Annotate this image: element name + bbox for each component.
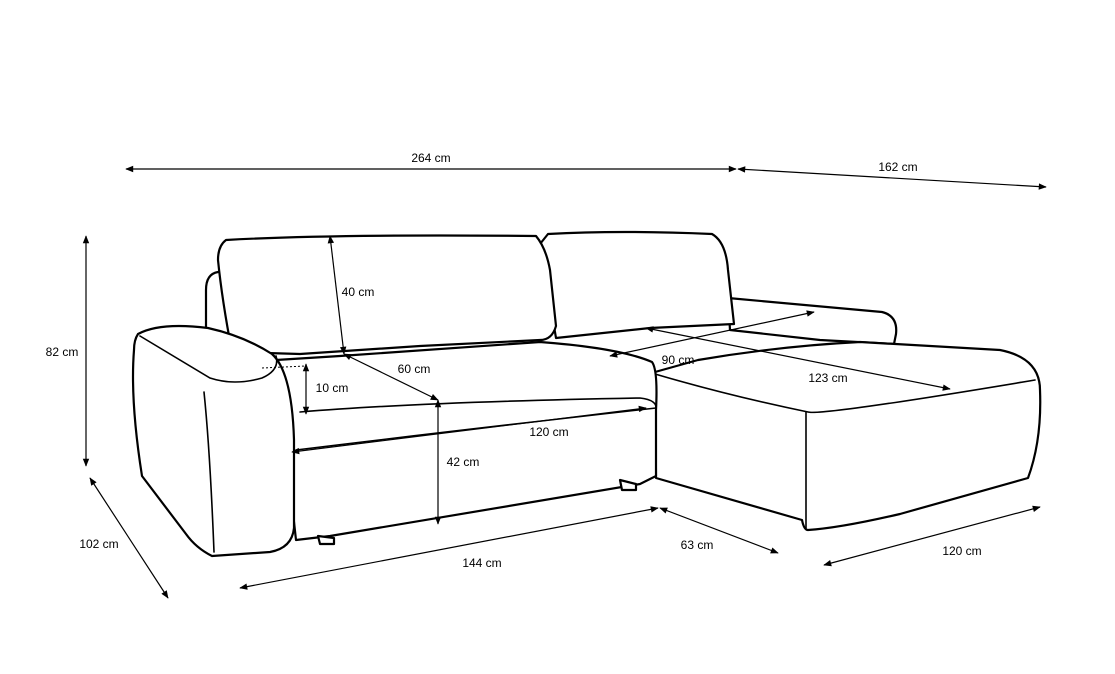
dim-line-seat-depth xyxy=(343,353,439,401)
dim-line-seat-width xyxy=(291,405,647,455)
label-back-cushion-height: 40 cm xyxy=(342,285,375,299)
label-seat-width: 120 cm xyxy=(529,425,568,439)
label-base-length: 144 cm xyxy=(462,556,501,570)
back-cushion-right xyxy=(538,230,736,340)
dim-line-chaise-width xyxy=(823,505,1041,567)
dimension-lines xyxy=(82,165,1047,599)
label-total-length: 264 cm xyxy=(411,151,450,165)
sofa-drawing xyxy=(131,230,1042,558)
label-depth: 102 cm xyxy=(79,537,118,551)
dimension-labels: 264 cm 162 cm 82 cm 102 cm 40 cm 60 cm 1… xyxy=(46,151,982,570)
label-chaise-depth: 162 cm xyxy=(878,160,917,174)
dim-line-corner-depth xyxy=(659,507,779,554)
chaise-back-rail xyxy=(726,296,898,346)
label-chaise-inner-width: 90 cm xyxy=(662,353,695,367)
armrest-front-edge xyxy=(203,391,215,553)
dim-line-depth xyxy=(89,477,169,599)
foot-right xyxy=(618,478,638,492)
dim-line-chaise-depth xyxy=(737,166,1047,190)
foot-left xyxy=(316,534,336,546)
label-corner-depth: 63 cm xyxy=(681,538,714,552)
label-seat-height: 42 cm xyxy=(447,455,480,469)
label-chaise-inner-length: 123 cm xyxy=(808,371,847,385)
label-seat-cushion-thickness: 10 cm xyxy=(316,381,349,395)
dim-line-base-length xyxy=(239,506,659,590)
label-seat-depth: 60 cm xyxy=(398,362,431,376)
dim-line-back-cushion xyxy=(327,235,347,355)
armrest-top xyxy=(139,335,278,383)
dim-line-chaise-inner-length xyxy=(645,326,951,391)
label-height: 82 cm xyxy=(46,345,79,359)
main-seat xyxy=(274,340,658,542)
seat-reference-line xyxy=(261,365,307,369)
label-chaise-width: 120 cm xyxy=(942,544,981,558)
back-cushion-left xyxy=(216,234,558,356)
